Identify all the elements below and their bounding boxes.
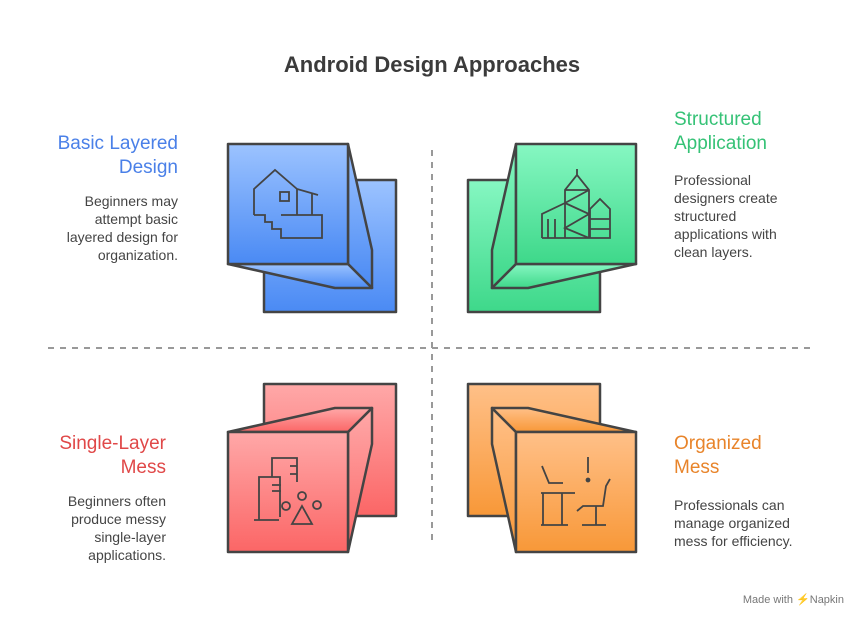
heading-line: Application [674,133,767,154]
brand-text: Napkin [809,594,844,606]
desc-structured: Professional designers create structured ap… [674,171,778,261]
desc-line: applications with [674,226,777,242]
heading-line: Mess [120,457,166,478]
red-layer-stack [226,382,398,554]
desc-line: clean layers. [674,244,753,260]
desc-line: structured [674,208,737,224]
green-layer-stack [466,142,638,314]
desc-line: produce messy [71,511,166,527]
desc-line: attempt basic [94,211,178,227]
blue-layer-stack [226,142,398,314]
desc-line: manage organized [674,515,790,531]
desc-line: mess for efficiency. [674,533,793,549]
house-icon [253,168,323,239]
desc-organized-mess: Professionals can manage organized mess fo… [674,496,793,550]
desc-line: applications. [88,547,166,563]
heading-line: Single-Layer [59,433,166,454]
messy-shapes-icon [254,457,322,525]
desc-line: organization. [97,247,178,263]
napkin-watermark: Made with ⚡Napkin [743,593,844,606]
heading-line: Mess [674,457,720,478]
desc-line: single-layer [94,529,166,545]
orange-layer-stack [466,382,638,554]
made-with-text: Made with [742,594,793,606]
desc-single-layer: Beginners often produce messy single-layer… [68,492,166,564]
heading-line: Design [118,157,178,178]
desk-chair-icon [541,457,611,526]
heading-line: Structured [674,109,762,130]
divider-lines [48,150,816,546]
desc-line: designers create [674,190,778,206]
page-title: Android Design Approaches [283,52,581,77]
desc-line: Beginners often [67,493,166,509]
buildings-icon [541,169,611,239]
heading-line: Organized [674,433,762,454]
desc-line: Professional [674,172,752,188]
desc-basic-layered: Beginners may attempt basic layered design… [67,192,178,264]
napkin-logo-icon: ⚡ [796,594,810,606]
desc-line: layered design for [66,229,178,245]
desc-line: Professionals can [674,497,785,513]
desc-line: Beginners may [84,193,178,209]
heading-line: Basic Layered [57,133,178,154]
